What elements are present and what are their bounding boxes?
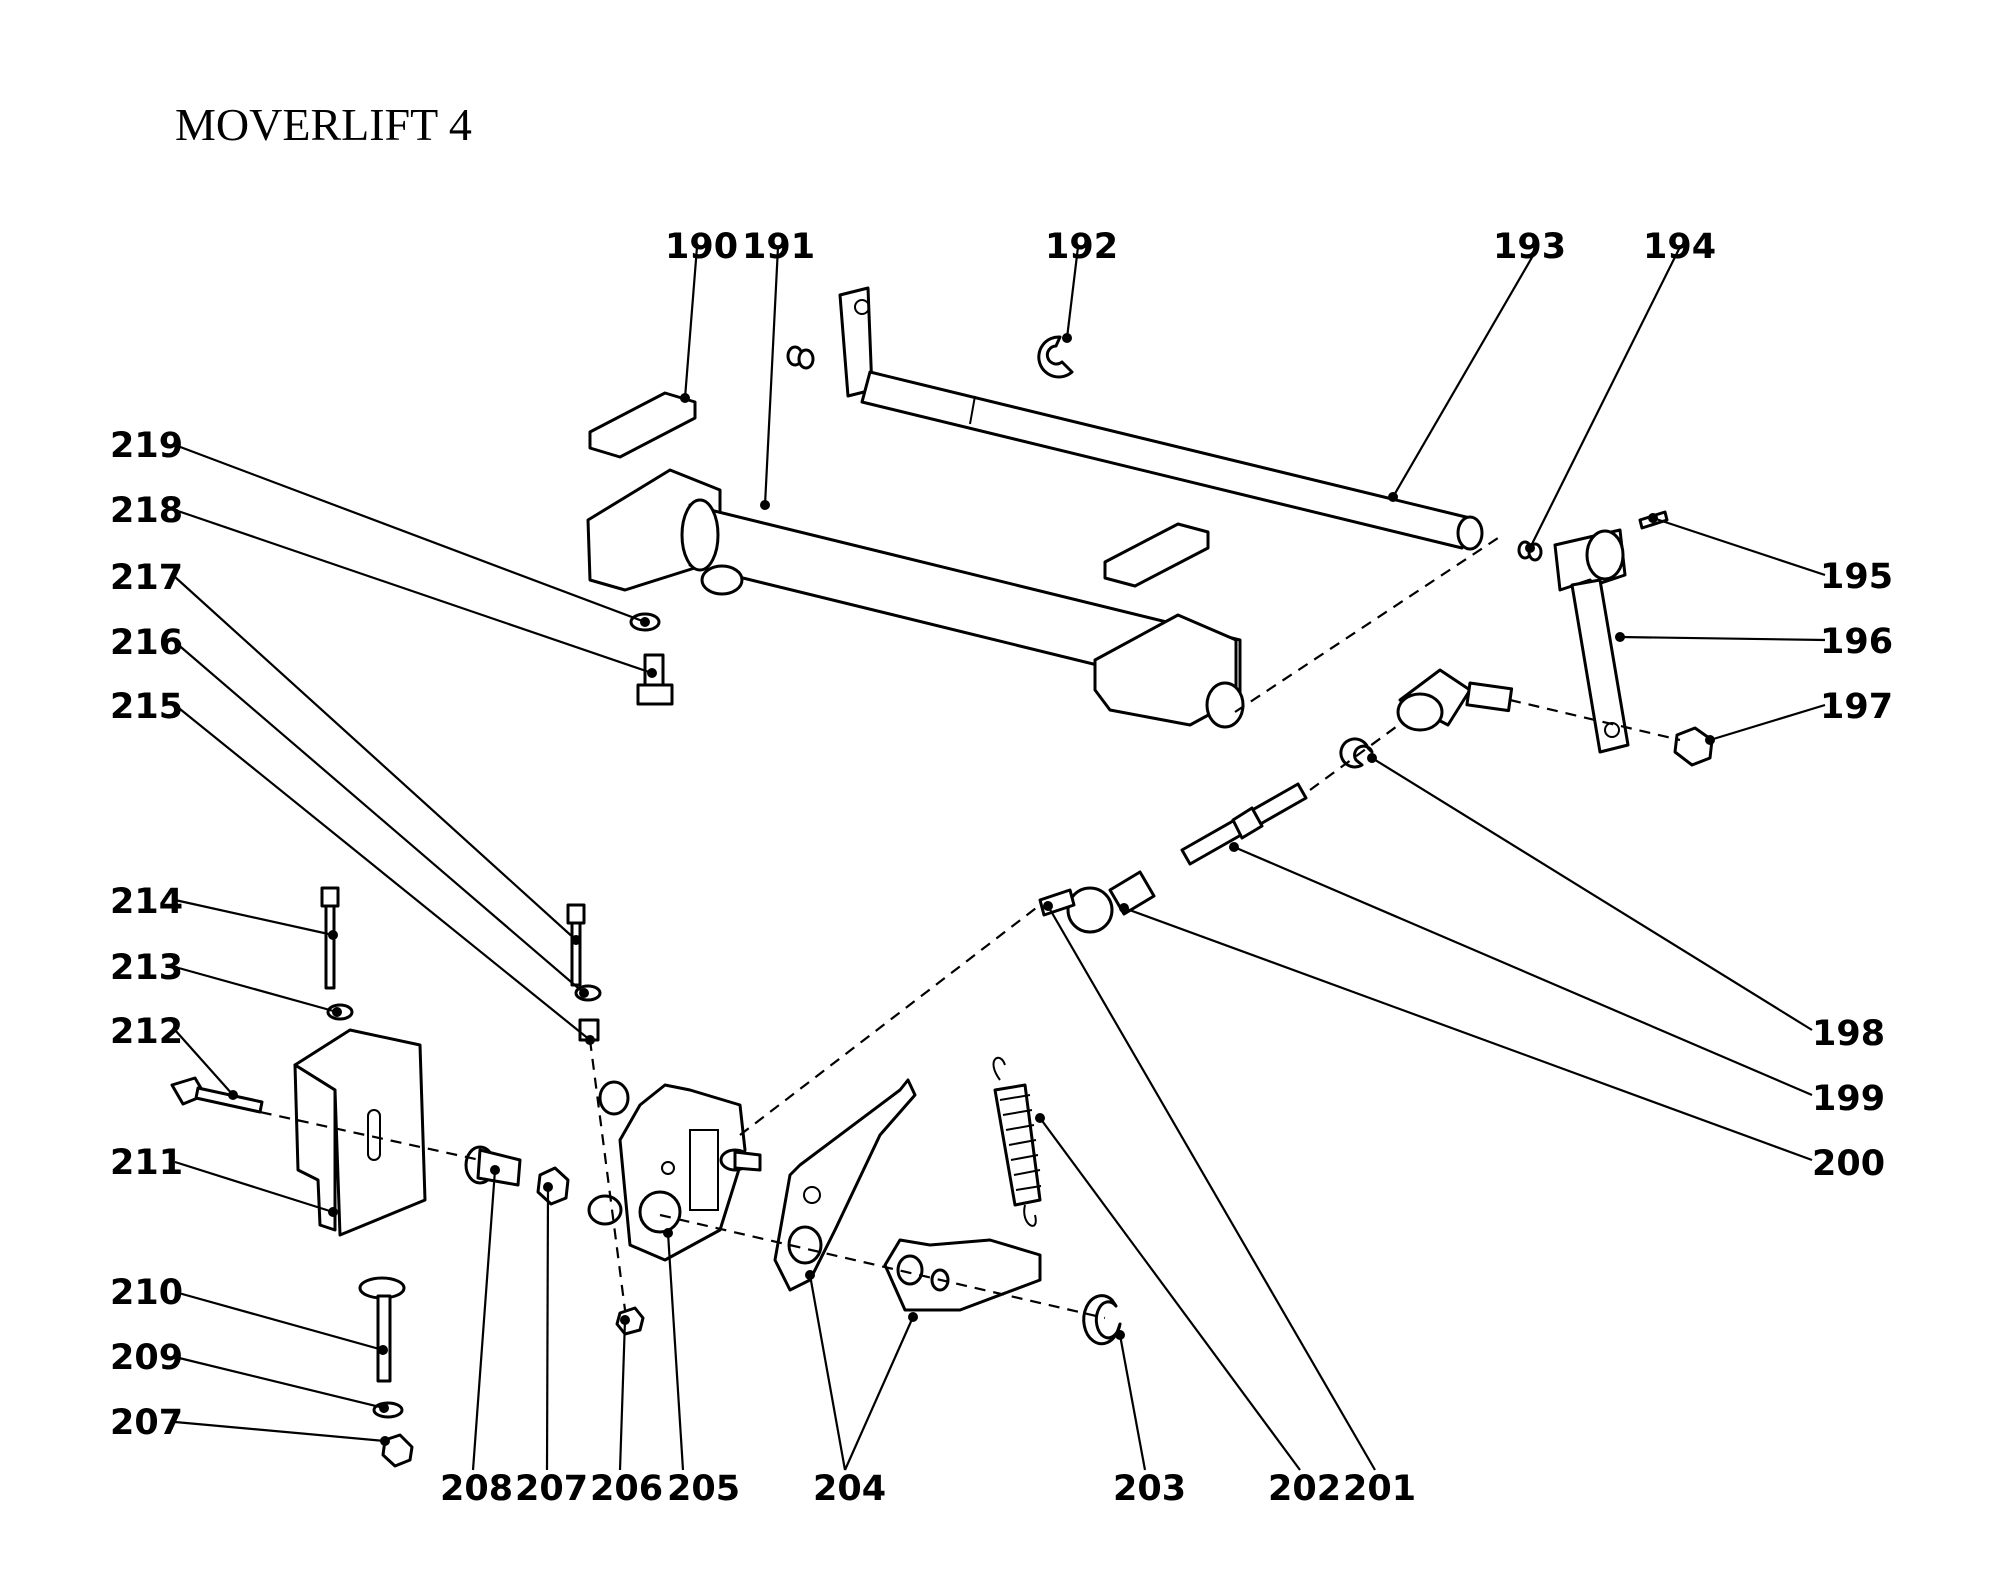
callout-202: 202 bbox=[1268, 1469, 1341, 1509]
callout-206: 206 bbox=[590, 1469, 663, 1509]
callout-201: 201 bbox=[1343, 1469, 1416, 1509]
callout-197: 197 bbox=[1820, 687, 1893, 727]
part-218-bolt bbox=[636, 653, 674, 706]
part-217-cap-screw bbox=[566, 903, 586, 987]
callout-212: 212 bbox=[110, 1012, 183, 1052]
callout-193: 193 bbox=[1493, 227, 1566, 267]
part-196-lever bbox=[1553, 528, 1630, 754]
callout-191: 191 bbox=[742, 227, 815, 267]
callout-210: 210 bbox=[110, 1273, 183, 1313]
part-193-shaft bbox=[838, 286, 1484, 551]
part-rod-end-upper bbox=[1396, 668, 1514, 732]
part-191-tube bbox=[586, 468, 1245, 729]
part-204-lever-b bbox=[883, 1238, 1042, 1312]
callout-200: 200 bbox=[1812, 1144, 1885, 1184]
callout-192: 192 bbox=[1045, 227, 1118, 267]
part-210-carriage-bolt bbox=[358, 1276, 406, 1383]
part-204-lever-a bbox=[773, 1078, 917, 1292]
part-211-bracket bbox=[293, 1028, 427, 1237]
callout-213: 213 bbox=[110, 948, 183, 988]
part-207-nut-lower bbox=[381, 1433, 414, 1468]
callout-211: 211 bbox=[110, 1143, 183, 1183]
part-small-grub bbox=[786, 345, 815, 370]
callout-204: 204 bbox=[813, 1469, 886, 1509]
callout-198: 198 bbox=[1812, 1014, 1885, 1054]
callout-205: 205 bbox=[667, 1469, 740, 1509]
callout-218: 218 bbox=[110, 491, 183, 531]
part-214-cap-screw bbox=[320, 886, 340, 990]
diagram-title: MOVERLIFT 4 bbox=[175, 99, 472, 150]
part-205-plate bbox=[587, 1080, 762, 1262]
part-190-plate-left bbox=[588, 391, 697, 459]
callout-199: 199 bbox=[1812, 1079, 1885, 1119]
part-199-rod bbox=[1180, 782, 1308, 866]
callout-208: 208 bbox=[440, 1469, 513, 1509]
callout-207-left: 207 bbox=[110, 1403, 183, 1443]
part-202-spring bbox=[992, 1056, 1042, 1227]
part-190-plate-right bbox=[1103, 522, 1210, 588]
part-203-clip bbox=[1082, 1294, 1122, 1346]
callout-195: 195 bbox=[1820, 557, 1893, 597]
callout-labels: 190 191 192 193 194 195 196 197 198 199 … bbox=[110, 227, 1893, 1509]
callout-203: 203 bbox=[1113, 1469, 1186, 1509]
callout-207-bottom: 207 bbox=[515, 1469, 588, 1509]
part-200-rod-end bbox=[1038, 870, 1156, 934]
callout-196: 196 bbox=[1820, 622, 1893, 662]
assembly-axes bbox=[204, 537, 1681, 1320]
callout-215: 215 bbox=[110, 687, 183, 727]
part-212-bolt bbox=[170, 1076, 264, 1114]
part-192-clip bbox=[1037, 335, 1074, 379]
callout-214: 214 bbox=[110, 882, 183, 922]
callout-209: 209 bbox=[110, 1338, 183, 1378]
callout-190: 190 bbox=[665, 227, 738, 267]
callout-217: 217 bbox=[110, 558, 183, 598]
callout-219: 219 bbox=[110, 426, 183, 466]
part-206-nut bbox=[615, 1306, 645, 1336]
callout-216: 216 bbox=[110, 623, 183, 663]
callout-194: 194 bbox=[1643, 227, 1716, 267]
part-197-nut bbox=[1673, 726, 1714, 767]
leader-lines bbox=[174, 246, 1826, 1471]
part-207-nut bbox=[536, 1166, 570, 1206]
